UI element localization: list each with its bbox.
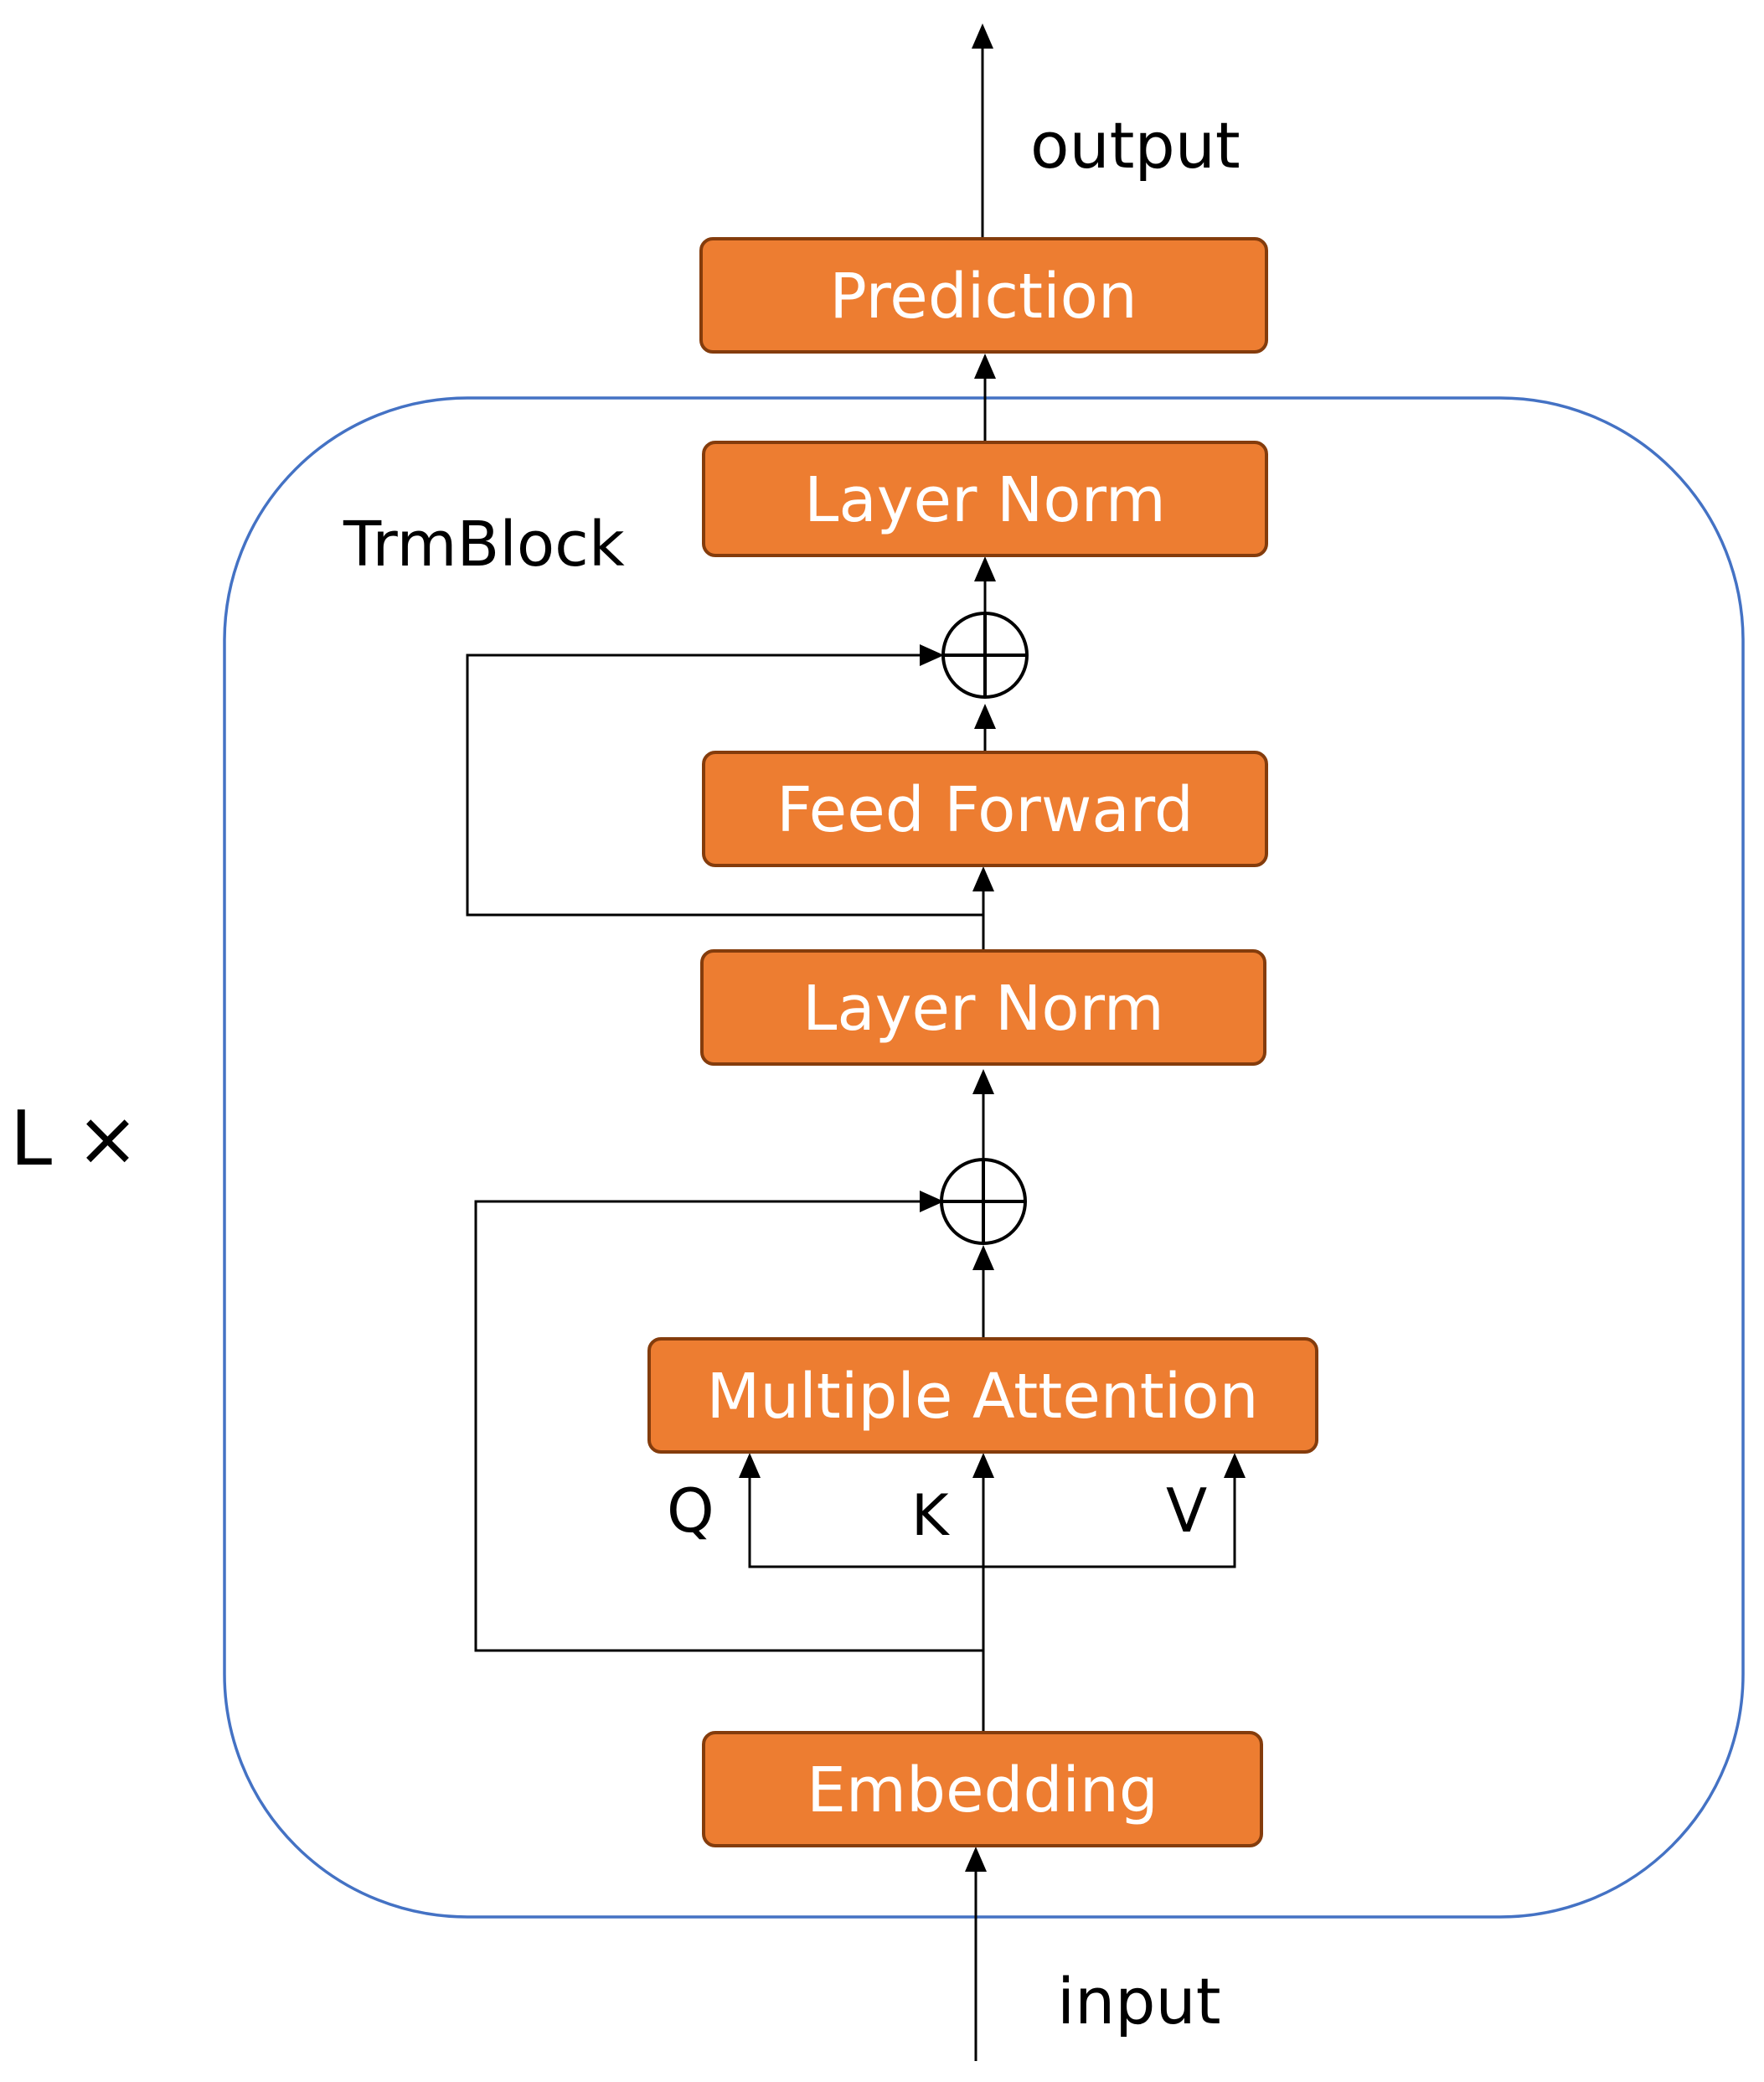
layer-norm-top-label: Layer Norm	[804, 464, 1166, 536]
q-arrowhead	[739, 1453, 761, 1478]
residual-loop-top	[466, 654, 983, 917]
feed-forward-box	[702, 751, 1268, 867]
sum-bottom-input-arrowhead	[972, 1245, 994, 1270]
output-label: output	[1030, 108, 1240, 183]
input-label: input	[1057, 1964, 1221, 2038]
layer-norm-bottom-label: Layer Norm	[802, 973, 1164, 1045]
feed-forward-block: Feed Forward	[702, 751, 1268, 867]
sum-top-input-arrowhead	[974, 704, 996, 729]
prediction-label: Prediction	[829, 261, 1137, 333]
embedding-label: Embedding	[807, 1754, 1158, 1826]
qkv-branch-line	[748, 1475, 1236, 1568]
k-arrowhead	[972, 1453, 994, 1478]
v-arrowhead	[1224, 1453, 1246, 1478]
trmblock-label: TrmBlock	[343, 509, 625, 581]
multiple-attention-label: Multiple Attention	[707, 1361, 1259, 1433]
embedding-input-arrowhead	[965, 1847, 987, 1872]
sum-node-bottom	[940, 1158, 1027, 1245]
residual-loop-bottom	[474, 1200, 983, 1652]
v-label: V	[1166, 1475, 1207, 1546]
feedforward-input-arrowhead	[972, 866, 994, 891]
multiple-attention-box	[647, 1337, 1318, 1454]
repeat-label: L ×	[10, 1095, 139, 1183]
feed-forward-label: Feed Forward	[776, 774, 1194, 846]
layer-norm-top-box	[702, 441, 1268, 557]
prediction-box	[699, 237, 1268, 354]
layernorm-top-arrowhead	[974, 556, 996, 581]
residual-top-arrowhead	[920, 644, 944, 666]
layer-norm-top-block: Layer Norm	[702, 441, 1268, 557]
layer-norm-bottom-box	[700, 949, 1266, 1066]
layernorm-bottom-arrowhead	[972, 1069, 994, 1094]
residual-bottom-arrowhead	[920, 1191, 944, 1212]
prediction-block: Prediction	[699, 237, 1268, 354]
embedding-block: Embedding	[702, 1731, 1263, 1847]
multiple-attention-block: Multiple Attention	[647, 1337, 1318, 1454]
prediction-input-arrowhead	[974, 354, 996, 379]
q-label: Q	[667, 1475, 714, 1546]
output-arrowhead	[972, 23, 993, 49]
embedding-box	[702, 1731, 1263, 1847]
layer-norm-bottom-block: Layer Norm	[700, 949, 1266, 1066]
sum-node-top	[941, 612, 1029, 699]
k-label: K	[911, 1483, 951, 1549]
